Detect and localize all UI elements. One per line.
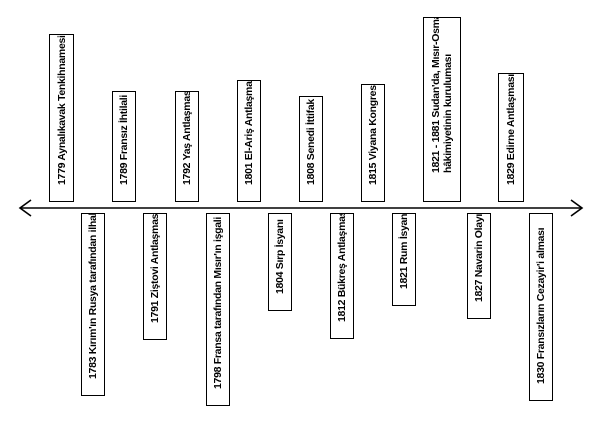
event-label: 1821 Rum İsyanı xyxy=(398,213,410,289)
event-label: 1808 Senedi İttifak xyxy=(305,99,317,185)
event-label: 1804 Sırp İsyanı xyxy=(274,219,286,294)
event-1783: 1783 Kırım'ın Rusya tarafından ilhakı xyxy=(81,213,105,396)
event-label: 1827 Navarin Olayı xyxy=(473,214,485,302)
event-label: 1791 Ziştovi Antlaşması xyxy=(149,213,161,323)
event-label: 1801 El-Ariş Antlaşması xyxy=(243,80,255,185)
event-1779: 1779 Aynalıkavak Tenkihnamesi xyxy=(49,34,74,202)
event-1815: 1815 Viyana Kongresi xyxy=(361,84,385,202)
event-1789: 1789 Fransız İhtilali xyxy=(112,91,136,202)
event-label: 1798 Fransa tarafından Mısır'ın işgali xyxy=(212,217,224,389)
event-label: 1821 - 1881 Sudan'da, Mısır-Osmanlı hâki… xyxy=(430,17,454,173)
event-1812: 1812 Bükreş Antlaşması xyxy=(330,213,354,339)
event-1830: 1830 Fransızların Cezayir'i alması xyxy=(529,213,553,401)
event-1792: 1792 Yaş Antlaşması xyxy=(175,91,199,202)
event-label: 1812 Bükreş Antlaşması xyxy=(336,213,348,322)
event-label: 1830 Fransızların Cezayir'i alması xyxy=(535,227,547,384)
event-1804: 1804 Sırp İsyanı xyxy=(268,213,292,311)
left-arrow-icon xyxy=(18,199,32,217)
event-label: 1815 Viyana Kongresi xyxy=(367,84,379,185)
event-1821-1881: 1821 - 1881 Sudan'da, Mısır-Osmanlı hâki… xyxy=(423,17,461,202)
event-label: 1829 Edirne Antlaşması xyxy=(505,74,517,185)
event-1801: 1801 El-Ariş Antlaşması xyxy=(237,80,261,202)
event-1821-rum: 1821 Rum İsyanı xyxy=(392,213,416,306)
event-label: 1783 Kırım'ın Rusya tarafından ilhakı xyxy=(87,213,99,379)
event-1798: 1798 Fransa tarafından Mısır'ın işgali xyxy=(206,213,230,406)
event-1791: 1791 Ziştovi Antlaşması xyxy=(143,213,167,340)
right-arrow-icon xyxy=(570,199,584,217)
event-label: 1779 Aynalıkavak Tenkihnamesi xyxy=(55,35,68,185)
event-1808: 1808 Senedi İttifak xyxy=(299,96,323,202)
event-label: 1789 Fransız İhtilali xyxy=(118,95,130,185)
event-1827: 1827 Navarin Olayı xyxy=(467,213,491,319)
event-1829: 1829 Edirne Antlaşması xyxy=(498,73,524,202)
event-label: 1792 Yaş Antlaşması xyxy=(181,91,193,185)
